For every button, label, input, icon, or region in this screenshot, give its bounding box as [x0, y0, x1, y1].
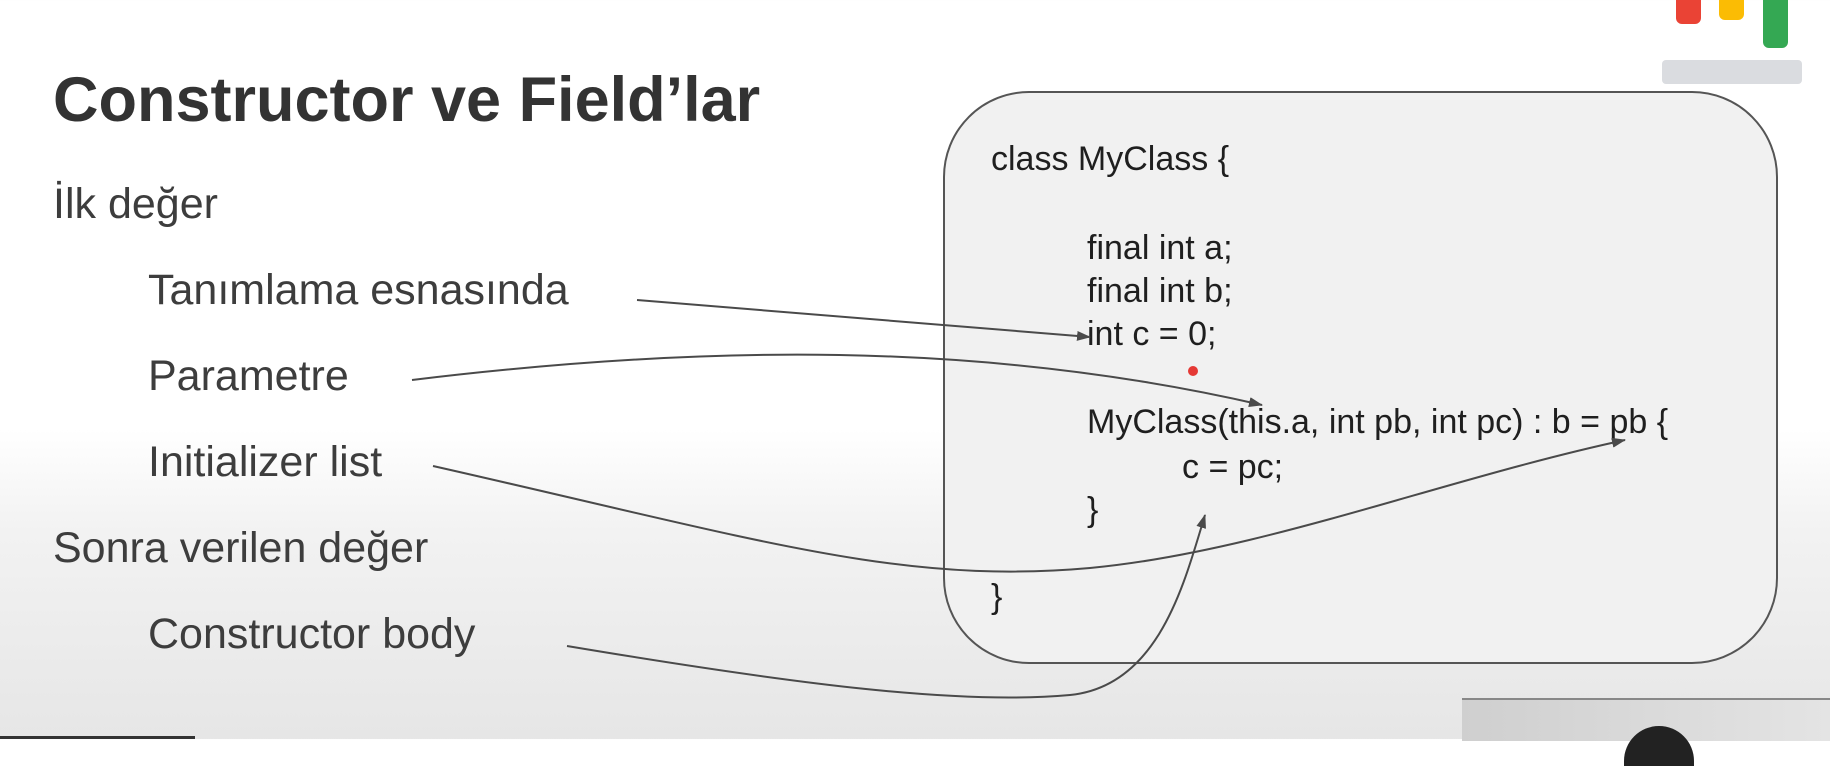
logo-base-bar — [1662, 60, 1802, 84]
presenter-head — [1624, 726, 1694, 766]
code-line-constructor: MyClass(this.a, int pb, int pc) : b = pb… — [1087, 403, 1669, 441]
bullet-tanimlama: Tanımlama esnasında — [148, 266, 569, 314]
arrows-overlay — [411, 299, 1626, 699]
logo-green-bar — [1763, 0, 1788, 48]
bullet-initializer: Initializer list — [148, 438, 383, 486]
logo-yellow-bar — [1719, 0, 1744, 20]
bullet-constructor-body: Constructor body — [148, 610, 476, 658]
code-line-class: class MyClass { — [991, 140, 1230, 178]
code-line-close-constructor: } — [1087, 491, 1099, 529]
arrow-constructor-body — [566, 514, 1206, 699]
arrow-tanimlama — [636, 299, 1091, 341]
code-line-close-class: } — [991, 578, 1003, 616]
webcam-overlay — [1462, 698, 1830, 766]
bullet-parametre: Parametre — [148, 352, 349, 400]
arrow-parametre — [411, 353, 1263, 407]
code-line-field-c: int c = 0; — [1087, 315, 1217, 353]
video-progress-strip[interactable] — [0, 736, 195, 739]
slide-title: Constructor ve Field’lar — [53, 65, 761, 135]
bullet-ilk-deger: İlk değer — [53, 180, 218, 228]
code-line-field-a: final int a; — [1087, 229, 1233, 267]
code-line-body: c = pc; — [1182, 448, 1284, 486]
laser-pointer-dot — [1188, 366, 1198, 376]
code-line-field-b: final int b; — [1087, 272, 1233, 310]
bullet-sonra: Sonra verilen değer — [53, 524, 429, 572]
logo-red-bar — [1676, 0, 1701, 24]
brand-logo — [1662, 0, 1806, 84]
arrow-initializer — [432, 437, 1626, 573]
